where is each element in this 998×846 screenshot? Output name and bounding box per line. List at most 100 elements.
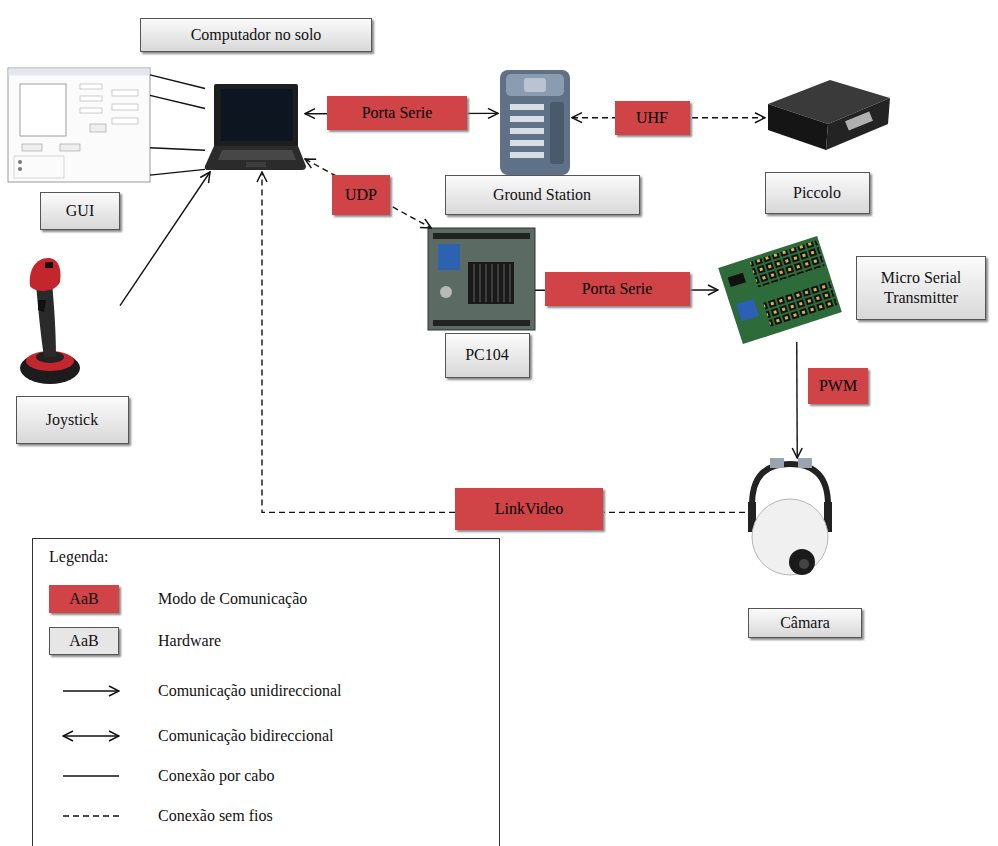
- servo-controller-board: [718, 236, 842, 344]
- legend-text: Conexão por cabo: [158, 762, 274, 790]
- joystick-part: [36, 282, 56, 357]
- legend-row: Comunicação bidireccional: [33, 722, 499, 750]
- gui-screenshot-part: [112, 118, 138, 124]
- gui-screenshot-part: [80, 96, 102, 101]
- gui-screenshot-part: [112, 104, 138, 110]
- laptop: [205, 84, 306, 170]
- legend-line-sample: [63, 690, 119, 691]
- camera: [748, 458, 832, 575]
- hardware-label: GUI: [40, 192, 120, 230]
- ground-station-device-part: [510, 104, 544, 110]
- hardware-label: Piccolo: [765, 172, 870, 214]
- comm-mode-text: UHF: [636, 108, 668, 128]
- hardware-name: Ground Station: [493, 185, 591, 205]
- pc104-board: [428, 228, 535, 330]
- laptop-part: [205, 146, 306, 170]
- legend-text: Hardware: [158, 627, 221, 655]
- pc104-board-part: [433, 233, 530, 239]
- ground-station-device-part: [510, 128, 544, 134]
- pc104-board-part: [440, 286, 452, 298]
- comm-mode-label: Porta Serie: [327, 96, 467, 130]
- legend-swatch: AaB: [49, 627, 119, 655]
- connector: [305, 159, 431, 228]
- ground-station-device: [500, 70, 570, 175]
- hardware-label: Câmara: [748, 608, 862, 638]
- pc104-board-part: [468, 262, 514, 304]
- servo-controller-board-part: [736, 299, 759, 322]
- piccolo-autopilot-part: [826, 98, 890, 150]
- gui-screenshot-part: [112, 90, 138, 96]
- legend-row: Conexão sem fios: [33, 802, 499, 830]
- legend-text: Modo de Comunicação: [158, 585, 307, 613]
- hardware-label: Computador no solo: [140, 18, 372, 52]
- comm-mode-label: LinkVideo: [455, 488, 603, 530]
- connector: [262, 172, 745, 512]
- gui-screenshot-part: [80, 84, 102, 89]
- hardware-name: Piccolo: [793, 183, 841, 203]
- camera-part: [798, 458, 812, 468]
- camera-part: [789, 549, 815, 575]
- connector: [120, 172, 210, 306]
- legend-line-sample: [63, 735, 119, 736]
- hardware-label: PC104: [445, 333, 530, 378]
- ground-station-device-part: [510, 140, 544, 146]
- gui-screenshot-part: [18, 160, 22, 164]
- laptop-part: [221, 89, 293, 141]
- gui-screenshot-part: [18, 167, 22, 171]
- comm-mode-text: Porta Serie: [362, 103, 433, 123]
- gui-screenshot-part: [22, 144, 42, 151]
- hardware-name: PC104: [465, 345, 509, 365]
- laptop-part: [246, 162, 266, 167]
- servo-controller-board-part: [718, 236, 842, 344]
- comm-mode-text: Porta Serie: [582, 279, 653, 299]
- comm-mode-label: PWM: [808, 368, 868, 404]
- legend-row: AaB Modo de Comunicação: [33, 585, 499, 613]
- joystick: [20, 258, 80, 384]
- legend-title: Legenda:: [49, 547, 109, 567]
- gui-screenshot-part: [8, 68, 150, 182]
- laptop-part: [218, 150, 296, 160]
- hardware-name: Joystick: [46, 410, 98, 430]
- gui-screenshot-part: [80, 108, 102, 113]
- gui-screenshot-part: [14, 156, 64, 178]
- hardware-node: Joystick: [20, 255, 120, 388]
- gui-screenshot-part: [90, 124, 106, 132]
- joystick-part: [30, 258, 61, 291]
- piccolo-autopilot: [768, 80, 890, 150]
- comm-mode-label: UDP: [332, 175, 390, 215]
- hardware-node: Ground Station: [498, 68, 572, 176]
- legend-row: AaB Hardware: [33, 627, 499, 655]
- servo-controller-board-part: [728, 273, 746, 287]
- comm-mode-label: Porta Serie: [545, 272, 690, 306]
- swatch-sample-text: AaB: [69, 589, 98, 609]
- hardware-node: Micro Serial Transmitter: [718, 238, 845, 342]
- legend-row: Conexão por cabo: [33, 762, 499, 790]
- pc104-board-part: [433, 320, 530, 326]
- comm-mode-text: LinkVideo: [495, 499, 563, 519]
- legend-row: Comunicação unidireccional: [33, 677, 499, 705]
- hardware-name: GUI: [66, 201, 94, 221]
- hardware-node: PC104: [428, 228, 535, 330]
- servo-controller-board-part: [750, 240, 825, 287]
- connector: [150, 75, 205, 175]
- hardware-node: Piccolo: [765, 75, 890, 150]
- camera-part: [752, 499, 828, 575]
- servo-controller-board-part: [763, 280, 838, 327]
- legend-line-sample: [63, 815, 119, 816]
- hardware-node: Câmara: [745, 458, 840, 605]
- hardware-label: Micro Serial Transmitter: [856, 256, 986, 320]
- gui-screenshot-part: [60, 144, 80, 151]
- hardware-name: Computador no solo: [191, 25, 322, 45]
- hardware-node: Computador no solo: [205, 85, 305, 172]
- piccolo-autopilot-part: [768, 104, 828, 150]
- hardware-label: Joystick: [16, 396, 129, 444]
- legend-text: Comunicação bidireccional: [158, 722, 333, 750]
- hardware-label: Ground Station: [445, 175, 640, 215]
- piccolo-autopilot-part: [845, 111, 873, 130]
- comm-mode-text: UDP: [345, 185, 377, 205]
- comm-mode-text: PWM: [819, 376, 857, 396]
- camera-part: [770, 458, 784, 468]
- ground-station-device-part: [506, 74, 564, 96]
- legend-text: Conexão sem fios: [158, 802, 273, 830]
